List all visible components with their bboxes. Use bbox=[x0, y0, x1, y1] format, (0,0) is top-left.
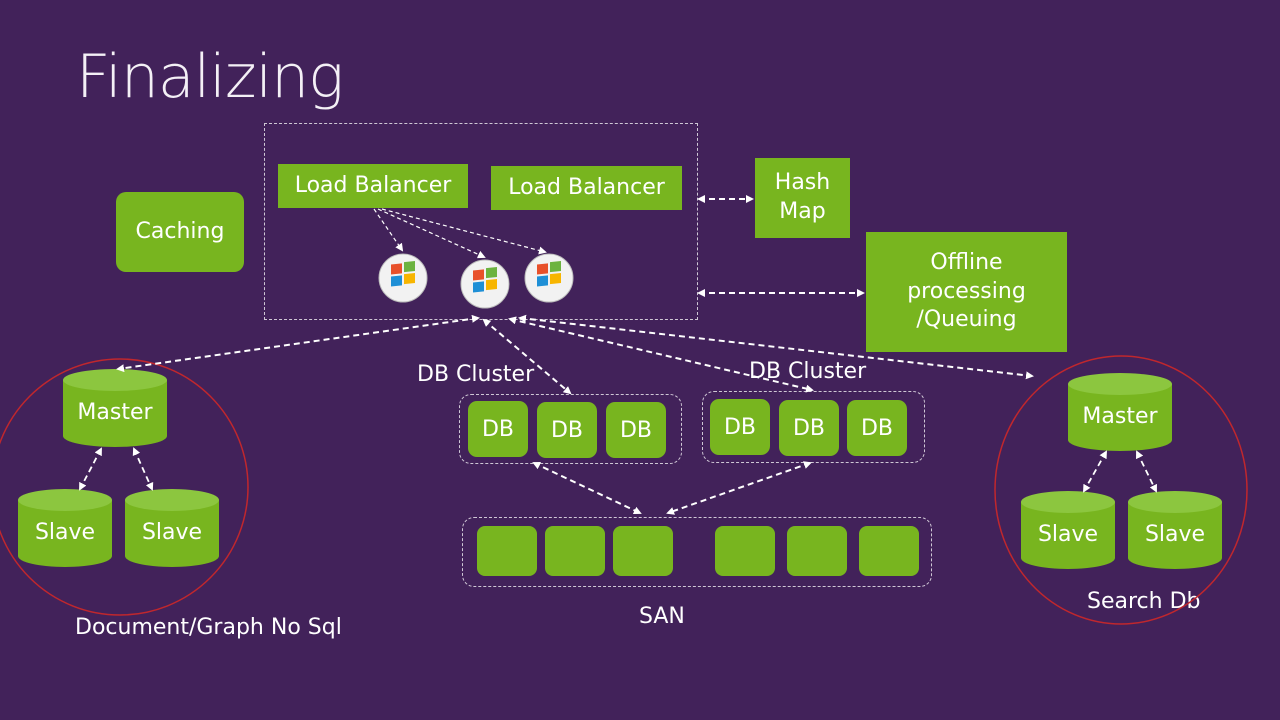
dbcluster1-san-arrow bbox=[532, 461, 642, 515]
nosql-master: Master bbox=[62, 368, 168, 448]
san-disk bbox=[613, 526, 673, 576]
db-cluster-label-1: DB Cluster bbox=[417, 362, 535, 387]
web-tier-container bbox=[264, 123, 698, 320]
san-container bbox=[462, 517, 932, 587]
web-server-icon bbox=[377, 252, 429, 304]
search-master: Master bbox=[1067, 372, 1173, 452]
san-disk bbox=[859, 526, 919, 576]
offline-processing-label: Offline processing /Queuing bbox=[907, 250, 1026, 333]
db-node: DB bbox=[606, 402, 666, 458]
db-node: DB bbox=[779, 400, 839, 456]
offline-processing-box: Offline processing /Queuing bbox=[866, 232, 1067, 352]
nosql-slave-right-label: Slave bbox=[141, 520, 203, 545]
db-node: DB bbox=[847, 400, 907, 456]
san-disk bbox=[787, 526, 847, 576]
load-balancer-1-label: Load Balancer bbox=[294, 172, 452, 198]
load-balancer-2-label: Load Balancer bbox=[508, 174, 665, 200]
load-balancer-1: Load Balancer bbox=[278, 164, 468, 208]
slide-title: Finalizing bbox=[76, 42, 344, 112]
search-slave-right: Slave bbox=[1127, 490, 1223, 570]
db-node: DB bbox=[468, 401, 528, 457]
search-master-label: Master bbox=[1082, 404, 1158, 429]
search-master-slave-arrow bbox=[1136, 450, 1157, 493]
caching-box: Caching bbox=[116, 192, 244, 272]
nosql-caption: Document/Graph No Sql bbox=[75, 615, 342, 640]
nosql-master-slave-arrow bbox=[79, 447, 102, 491]
search-master-slave-arrow bbox=[1083, 450, 1107, 493]
search-slave-left: Slave bbox=[1020, 490, 1116, 570]
san-disk bbox=[715, 526, 775, 576]
search-slave-left-label: Slave bbox=[1037, 522, 1099, 547]
nosql-slave-left-label: Slave bbox=[34, 520, 96, 545]
san-disk bbox=[477, 526, 537, 576]
db-cluster-label-2: DB Cluster bbox=[749, 359, 867, 384]
nosql-master-slave-arrow bbox=[132, 447, 154, 491]
db-node: DB bbox=[710, 399, 770, 455]
nosql-slave-left: Slave bbox=[17, 488, 113, 568]
nosql-slave-right: Slave bbox=[124, 488, 220, 568]
db-node: DB bbox=[537, 402, 597, 458]
search-slave-right-label: Slave bbox=[1144, 522, 1206, 547]
nosql-master-label: Master bbox=[77, 400, 153, 425]
dbcluster2-san-arrow bbox=[666, 461, 812, 515]
caching-label: Caching bbox=[135, 218, 225, 244]
hash-map-label: Hash Map bbox=[774, 170, 831, 224]
search-caption: Search Db bbox=[1087, 589, 1201, 614]
web-server-icon bbox=[459, 258, 511, 310]
san-disk bbox=[545, 526, 605, 576]
san-label: SAN bbox=[639, 604, 685, 629]
web-server-icon bbox=[523, 252, 575, 304]
hash-map-box: Hash Map bbox=[755, 158, 850, 238]
load-balancer-2: Load Balancer bbox=[491, 166, 682, 210]
